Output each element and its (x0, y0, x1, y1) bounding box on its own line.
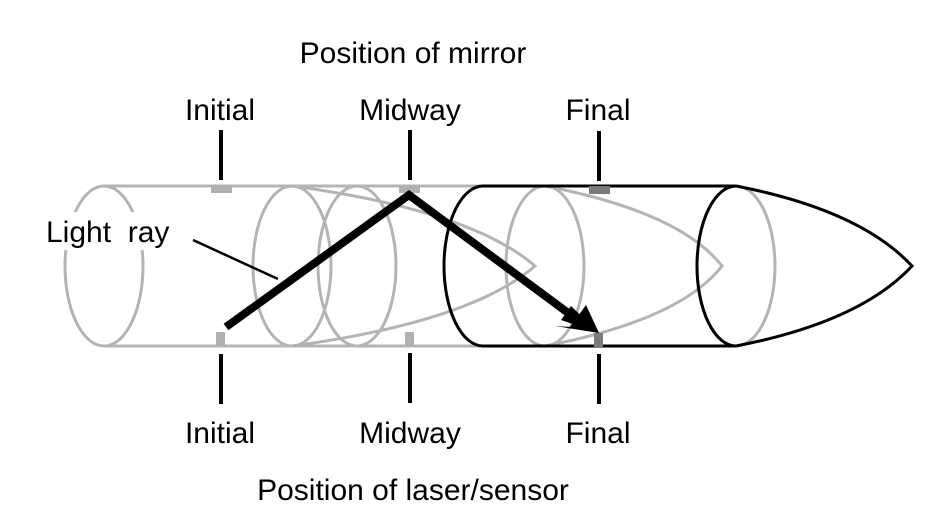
final-nose (735, 184, 915, 348)
mirror-label-initial: Initial (185, 94, 255, 127)
final-front-arc (695, 184, 737, 348)
sensor-label-final: Final (565, 417, 630, 450)
markers (211, 185, 610, 347)
mirror-label-midway: Midway (359, 94, 461, 127)
mirror-marker-final (589, 186, 610, 194)
sensor-ticks (219, 353, 601, 404)
midway-nose (544, 184, 724, 348)
light-ray-leader-line (192, 238, 279, 281)
mirror-position-title: Position of mirror (300, 37, 527, 70)
mirror-marker-midway (399, 185, 420, 193)
light-ray-path (223, 190, 578, 331)
sensor-label-initial: Initial (185, 417, 255, 450)
mirror-ticks (219, 130, 601, 181)
sensor-label-midway: Midway (359, 417, 461, 450)
mirror-marker-initial (211, 185, 232, 193)
final-back-arc (442, 184, 484, 348)
initial-back-ellipse (63, 184, 145, 348)
light-ray (223, 190, 599, 333)
ghost-cylinders (63, 184, 777, 348)
label-background (44, 212, 194, 250)
sensor-position-title: Position of laser/sensor (257, 474, 569, 507)
sensor-marker-initial (216, 332, 225, 346)
final-cylinder (442, 184, 915, 348)
sensor-marker-final (594, 333, 603, 347)
mirror-label-final: Final (565, 94, 630, 127)
arrow-head-fill (555, 305, 599, 333)
light-ray-label: Light ray (46, 216, 169, 249)
sensor-marker-midway (405, 332, 414, 346)
